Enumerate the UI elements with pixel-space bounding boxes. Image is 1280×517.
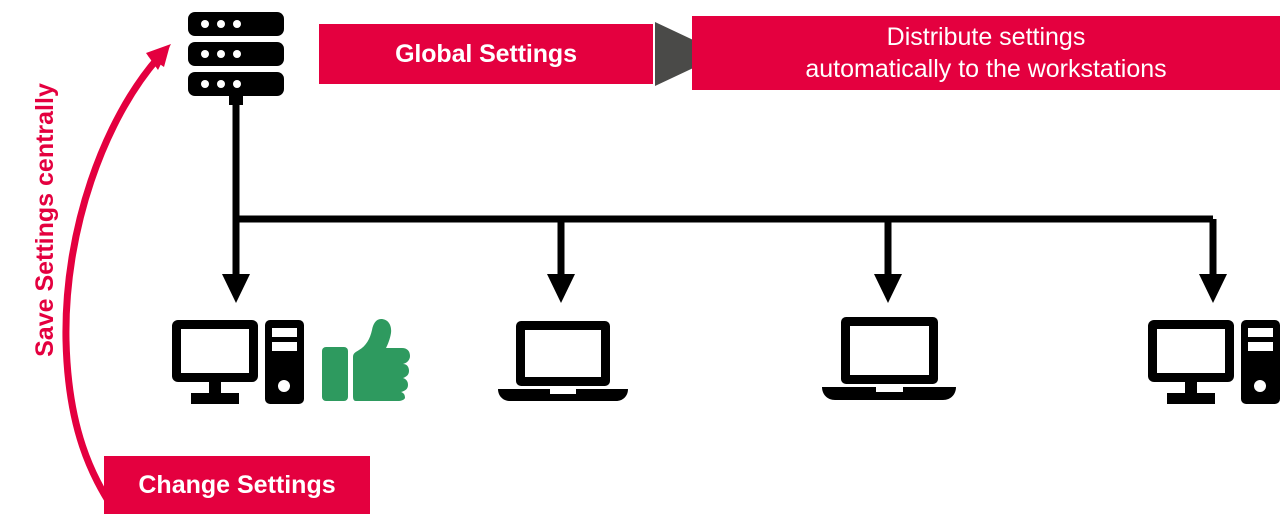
drop-arrow-4 <box>1199 219 1227 303</box>
laptop-icon <box>498 321 628 401</box>
distribute-settings-line-2: automatically to the workstations <box>805 55 1167 83</box>
global-settings-label: Global Settings <box>395 39 577 68</box>
global-settings-banner[interactable]: Global Settings <box>319 24 653 84</box>
drop-arrow-3 <box>874 219 902 303</box>
distribute-settings-line-1: Distribute settings <box>886 23 1086 51</box>
change-settings-label: Change Settings <box>138 470 336 499</box>
drop-arrow-1 <box>222 219 250 303</box>
desktop-computer-icon <box>1148 320 1280 404</box>
thumbs-up-icon <box>322 319 410 401</box>
save-settings-centrally-label: Save Settings centrally <box>31 83 59 357</box>
drop-arrow-2 <box>547 219 575 303</box>
laptop-icon <box>822 317 956 400</box>
distribute-settings-banner[interactable]: Distribute settings automatically to the… <box>692 16 1280 90</box>
change-settings-banner[interactable]: Change Settings <box>104 456 370 514</box>
desktop-computer-icon <box>172 320 304 404</box>
server-icon <box>188 12 284 105</box>
curved-arrow-up-icon <box>62 44 171 514</box>
